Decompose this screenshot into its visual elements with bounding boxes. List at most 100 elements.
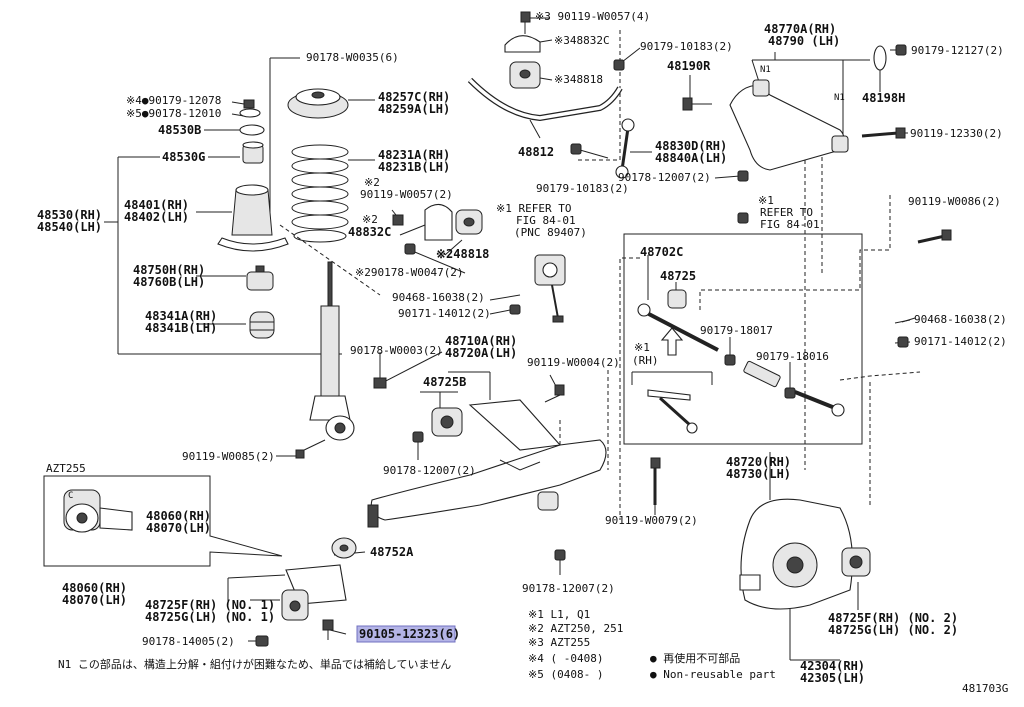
label-refer-b2[interactable]: FIG 84-01 bbox=[760, 218, 820, 231]
label-90178-w0047[interactable]: ※290178-W0047(2) bbox=[355, 266, 464, 279]
label-48830d[interactable]: 48830D(RH) bbox=[655, 139, 727, 153]
label-48231b[interactable]: 48231B(LH) bbox=[378, 160, 450, 174]
label-48812[interactable]: 48812 bbox=[518, 145, 554, 159]
label-48060-a[interactable]: 48060(RH) bbox=[146, 509, 211, 523]
label-48257c[interactable]: 48257C(RH) bbox=[378, 90, 450, 104]
label-48540lh[interactable]: 48540(LH) bbox=[37, 220, 102, 234]
label-90119-w0004[interactable]: 90119-W0004(2) bbox=[527, 356, 620, 369]
label-refer-a1[interactable]: ※1 REFER TO bbox=[496, 202, 571, 215]
label-48725f-2[interactable]: 48725F(RH) (NO. 2) bbox=[828, 611, 958, 625]
label-48818-a[interactable]: ※348818 bbox=[554, 73, 603, 86]
label-90119-12330[interactable]: 90119-12330(2) bbox=[910, 127, 1003, 140]
label-refer-a2[interactable]: FIG 84-01 bbox=[516, 214, 576, 227]
lower-arm-assembly bbox=[367, 399, 661, 561]
label-48840a[interactable]: 48840A(LH) bbox=[655, 151, 727, 165]
label-48402[interactable]: 48402(LH) bbox=[124, 210, 189, 224]
lateral-rod bbox=[637, 303, 845, 417]
bolt-90119-w0085 bbox=[295, 439, 326, 459]
label-48725g-2[interactable]: 48725G(LH) (NO. 2) bbox=[828, 623, 958, 637]
label-48725b[interactable]: 48725B bbox=[423, 375, 466, 389]
label-refer-b1[interactable]: REFER TO bbox=[760, 206, 813, 219]
label-90179-10183-a[interactable]: 90179-10183(2) bbox=[640, 40, 733, 53]
label-90178-w0003[interactable]: 90178-W0003(2) bbox=[350, 344, 443, 357]
label-90178-12010[interactable]: ※5●90178-12010 bbox=[126, 107, 221, 120]
label-48231a[interactable]: 48231A(RH) bbox=[378, 148, 450, 162]
bush-48060-small bbox=[537, 491, 559, 511]
label-90179-18016[interactable]: 90179-18016 bbox=[756, 350, 829, 363]
label-90178-12007-b[interactable]: 90178-12007(2) bbox=[383, 464, 476, 477]
label-90119-w0086[interactable]: 90119-W0086(2) bbox=[908, 195, 1001, 208]
label-48760b[interactable]: 48760B(LH) bbox=[133, 275, 205, 289]
label-90178-14005[interactable]: 90178-14005(2) bbox=[142, 635, 235, 648]
label-90171-14012-b[interactable]: 90171-14012(2) bbox=[914, 335, 1007, 348]
label-90105-12323[interactable]: 90105-12323(6) bbox=[359, 627, 460, 641]
label-48341a[interactable]: 48341A(RH) bbox=[145, 309, 217, 323]
label-90468-16038-b[interactable]: 90468-16038(2) bbox=[914, 313, 1007, 326]
nut-90179-10183-a bbox=[613, 59, 625, 71]
ball-joint-stud bbox=[367, 504, 379, 528]
label-48725f-1[interactable]: 48725F(RH) (NO. 1) bbox=[145, 598, 275, 612]
nut-90178-12007-c bbox=[554, 549, 566, 561]
label-90178-w0035[interactable]: 90178-W0035(6) bbox=[306, 51, 399, 64]
label-48259a[interactable]: 48259A(LH) bbox=[378, 102, 450, 116]
label-48832c-a[interactable]: ※348832C bbox=[554, 34, 610, 47]
legend-jp-nonreuse: ● 再使用不可部品 bbox=[650, 651, 740, 665]
note-n1: N1 この部品は、構造上分解・組付けが困難なため、単品では補給していません bbox=[58, 657, 451, 671]
label-48702c[interactable]: 48702C bbox=[640, 245, 683, 259]
label-48750h[interactable]: 48750H(RH) bbox=[133, 263, 205, 277]
label-90179-10183-b[interactable]: 90179-10183(2) bbox=[536, 182, 629, 195]
label-48190r[interactable]: 48190R bbox=[667, 59, 711, 73]
label-48530g[interactable]: 48530G bbox=[162, 150, 205, 164]
label-90179-12078[interactable]: ※4●90179-12078 bbox=[126, 94, 221, 107]
label-48832c-b[interactable]: 48832C bbox=[348, 225, 391, 239]
label-48530b[interactable]: 48530B bbox=[158, 123, 201, 137]
shock-absorber bbox=[309, 261, 355, 441]
label-48790[interactable]: 48790 (LH) bbox=[768, 34, 840, 48]
label-90119-w0085[interactable]: 90119-W0085(2) bbox=[182, 450, 275, 463]
selected-part-highlight bbox=[356, 625, 456, 643]
label-48060-b[interactable]: 48060(RH) bbox=[62, 581, 127, 595]
label-90119-w0057-4[interactable]: ※3 90119-W0057(4) bbox=[535, 10, 650, 23]
label-48720a[interactable]: 48720A(LH) bbox=[445, 346, 517, 360]
label-48710a[interactable]: 48710A(RH) bbox=[445, 334, 517, 348]
label-90179-12127[interactable]: 90179-12127(2) bbox=[911, 44, 1004, 57]
label-42304[interactable]: 42304(RH) bbox=[800, 659, 865, 673]
label-c: C bbox=[68, 491, 73, 501]
nut-90178-12007-a bbox=[737, 170, 749, 182]
label-90178-12007-c[interactable]: 90178-12007(2) bbox=[522, 582, 615, 595]
label-48341b[interactable]: 48341B(LH) bbox=[145, 321, 217, 335]
label-90119-w0057-2[interactable]: 90119-W0057(2) bbox=[360, 188, 453, 201]
bush-48725 bbox=[667, 289, 687, 309]
label-48070-a[interactable]: 48070(LH) bbox=[146, 521, 211, 535]
spring-bumper bbox=[217, 184, 289, 252]
label-48818-b[interactable]: ※248818 bbox=[436, 247, 489, 261]
label-90178-12007-a[interactable]: 90178-12007(2) bbox=[618, 171, 711, 184]
label-48752a[interactable]: 48752A bbox=[370, 545, 414, 559]
link-48830d bbox=[615, 118, 635, 179]
bump-stopper-48750h bbox=[246, 265, 274, 291]
label-48401[interactable]: 48401(RH) bbox=[124, 198, 189, 212]
upper-support bbox=[287, 88, 349, 119]
label-48770a[interactable]: 48770A(RH) bbox=[764, 22, 836, 36]
label-90119-w0079[interactable]: 90119-W0079(2) bbox=[605, 514, 698, 527]
nut-90171-14012-a bbox=[509, 304, 521, 315]
label-48730lh[interactable]: 48730(LH) bbox=[726, 467, 791, 481]
label-azt255: AZT255 bbox=[46, 462, 86, 475]
label-90468-16038-a[interactable]: 90468-16038(2) bbox=[392, 291, 485, 304]
lateral-rod-box bbox=[623, 233, 863, 445]
label-90179-18017[interactable]: 90179-18017 bbox=[700, 324, 773, 337]
label-48198h[interactable]: 48198H bbox=[862, 91, 905, 105]
lower-arm bbox=[370, 399, 607, 521]
label-48070-b[interactable]: 48070(LH) bbox=[62, 593, 127, 607]
part-labels: ※3 90119-W0057(4) ※348832C ※348818 90179… bbox=[37, 10, 1007, 685]
label-48720rh[interactable]: 48720(RH) bbox=[726, 455, 791, 469]
label-48530rh[interactable]: 48530(RH) bbox=[37, 208, 102, 222]
label-refer-a3[interactable]: (PNC 89407) bbox=[514, 226, 587, 239]
legend-row-5: ※5 (0408- ) bbox=[528, 668, 603, 681]
label-48725g-1[interactable]: 48725G(LH) (NO. 1) bbox=[145, 610, 275, 624]
bump-stopper-48341a bbox=[249, 311, 275, 339]
label-42305[interactable]: 42305(LH) bbox=[800, 671, 865, 685]
label-48725[interactable]: 48725 bbox=[660, 269, 696, 283]
washer-48752a bbox=[331, 537, 357, 559]
label-90171-14012-a[interactable]: 90171-14012(2) bbox=[398, 307, 491, 320]
